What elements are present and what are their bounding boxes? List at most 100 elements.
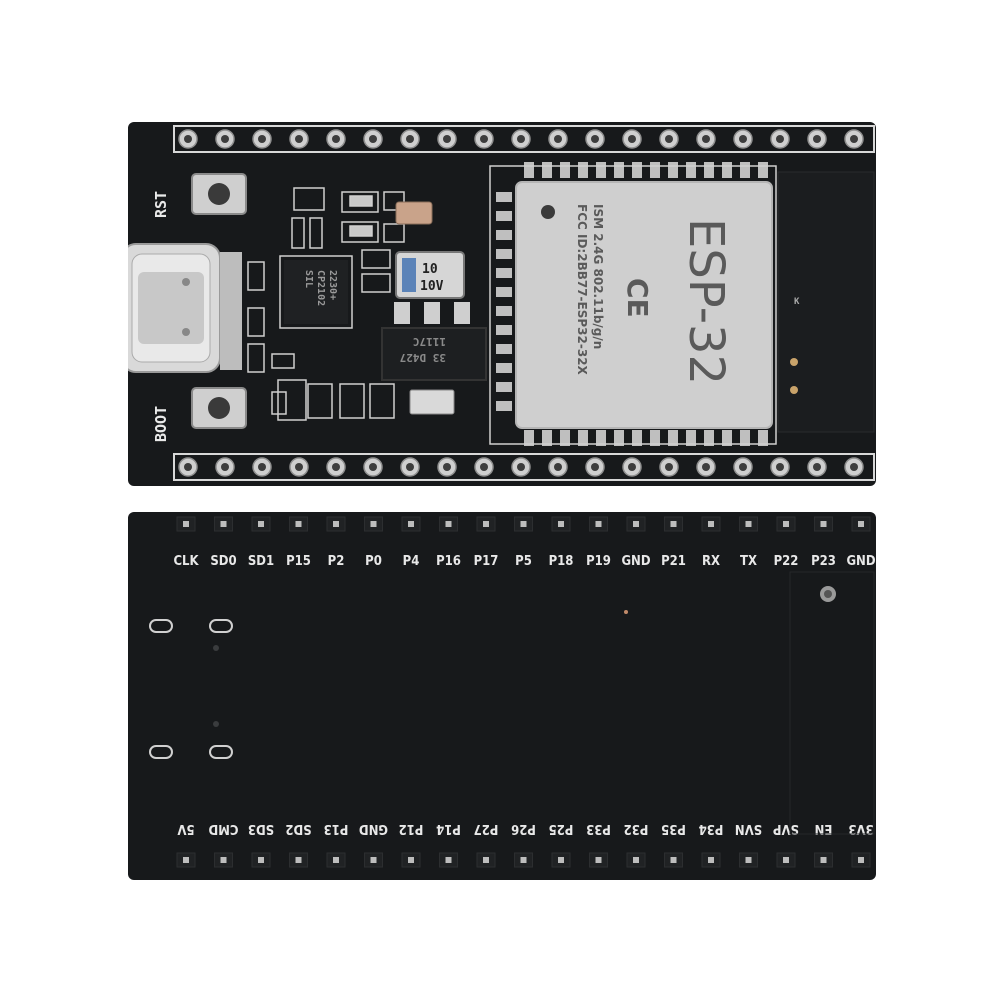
module-pad xyxy=(496,249,512,259)
ceramic-capacitor xyxy=(395,201,433,225)
module-pad xyxy=(686,162,696,178)
header-pin xyxy=(364,516,383,532)
chip-line1: SIL xyxy=(303,270,314,288)
module-pad xyxy=(560,430,570,446)
header-pin xyxy=(511,129,531,149)
header-pin xyxy=(844,129,864,149)
header-pin xyxy=(589,516,608,532)
module-pad xyxy=(722,430,732,446)
back-bottom-pin-row xyxy=(176,852,871,868)
module-pad xyxy=(740,162,750,178)
header-pin xyxy=(289,852,308,868)
module-pad xyxy=(496,230,512,240)
pin-label-p27: P27 xyxy=(474,821,499,836)
module-pad xyxy=(560,162,570,178)
header-pin xyxy=(252,457,272,477)
header-pin xyxy=(585,129,605,149)
header-pin xyxy=(215,129,235,149)
pin-label-p2: P2 xyxy=(328,554,345,569)
module-pad xyxy=(686,430,696,446)
module-pad xyxy=(524,430,534,446)
pin-label-p13: P13 xyxy=(324,821,349,836)
module-pad xyxy=(704,162,714,178)
pin-label-3v3: 3V3 xyxy=(848,821,873,836)
module-pad xyxy=(496,363,512,373)
pin-label-tx: TX xyxy=(740,554,757,569)
header-pin xyxy=(551,516,571,532)
module-pad xyxy=(758,162,768,178)
header-pin xyxy=(363,457,383,477)
module-pad xyxy=(758,430,768,446)
pin-label-p25: P25 xyxy=(549,821,574,836)
module-pad xyxy=(524,162,534,178)
boot-button[interactable] xyxy=(191,387,247,429)
pin-label-p35: P35 xyxy=(661,821,686,836)
rst-button[interactable] xyxy=(191,173,247,215)
header-pin xyxy=(851,852,871,868)
module-pad xyxy=(722,162,732,178)
chip-line2: CP2102 xyxy=(315,270,326,306)
pin-label-svn: SVN xyxy=(735,821,762,836)
pin-label-p4: P4 xyxy=(403,554,420,569)
header-pin xyxy=(252,129,272,149)
module-name: ESP-32 xyxy=(678,218,734,385)
header-pin xyxy=(251,516,271,532)
header-pin xyxy=(739,516,758,532)
module-pad xyxy=(496,287,512,297)
header-pin xyxy=(178,457,198,477)
module-pad xyxy=(650,430,660,446)
module-pad xyxy=(496,211,512,221)
header-pin xyxy=(739,852,758,868)
pin-label-en: EN xyxy=(815,821,833,836)
pin-label-cmd: CMD xyxy=(208,821,238,836)
pin-label-p17: P17 xyxy=(474,554,499,569)
header-pin xyxy=(622,129,642,149)
pin-label-p23: P23 xyxy=(811,554,836,569)
module-pad xyxy=(668,430,678,446)
pin-label-sd0: SD0 xyxy=(210,554,236,569)
front-bottom-pin-row xyxy=(178,457,864,477)
module-line1: ISM 2.4G 802.11b/g/n xyxy=(591,204,605,349)
pin-label-sd1: SD1 xyxy=(248,554,274,569)
regulator-line2: 33 D427 xyxy=(400,351,446,364)
header-pin xyxy=(401,852,421,868)
module-pad xyxy=(650,162,660,178)
header-pin xyxy=(439,516,458,532)
pin-label-5v: 5V xyxy=(177,821,194,836)
header-pin xyxy=(289,129,309,149)
boot-label: BOOT xyxy=(152,406,170,442)
header-pin xyxy=(474,457,494,477)
header-pin xyxy=(733,457,753,477)
module-pad xyxy=(614,430,624,446)
front-top-pin-row xyxy=(178,129,864,149)
header-pin xyxy=(476,516,496,532)
pin-label-p19: P19 xyxy=(586,554,611,569)
module-pad xyxy=(578,430,588,446)
header-pin xyxy=(548,129,568,149)
module-pad xyxy=(496,268,512,278)
header-pin xyxy=(437,457,457,477)
module-pad xyxy=(668,162,678,178)
header-pin xyxy=(326,516,346,532)
pin-label-p18: P18 xyxy=(549,554,574,569)
header-pin xyxy=(851,516,871,532)
header-pin xyxy=(807,129,827,149)
pin-label-p15: P15 xyxy=(286,554,311,569)
usb-c-connector xyxy=(128,243,242,373)
header-pin xyxy=(814,516,833,532)
module-pad xyxy=(704,430,714,446)
usb-mount-holes xyxy=(149,619,233,759)
header-pin xyxy=(251,852,271,868)
module-pad xyxy=(632,430,642,446)
header-pin xyxy=(363,129,383,149)
header-pin xyxy=(511,457,531,477)
header-pin xyxy=(776,852,796,868)
pin-label-p21: P21 xyxy=(661,554,686,569)
capacitor-voltage: 10V xyxy=(420,279,444,294)
module-pad xyxy=(542,430,552,446)
header-pin xyxy=(701,516,721,532)
pin-label-clk: CLK xyxy=(173,554,199,569)
header-pin xyxy=(770,129,790,149)
header-pin xyxy=(474,129,494,149)
